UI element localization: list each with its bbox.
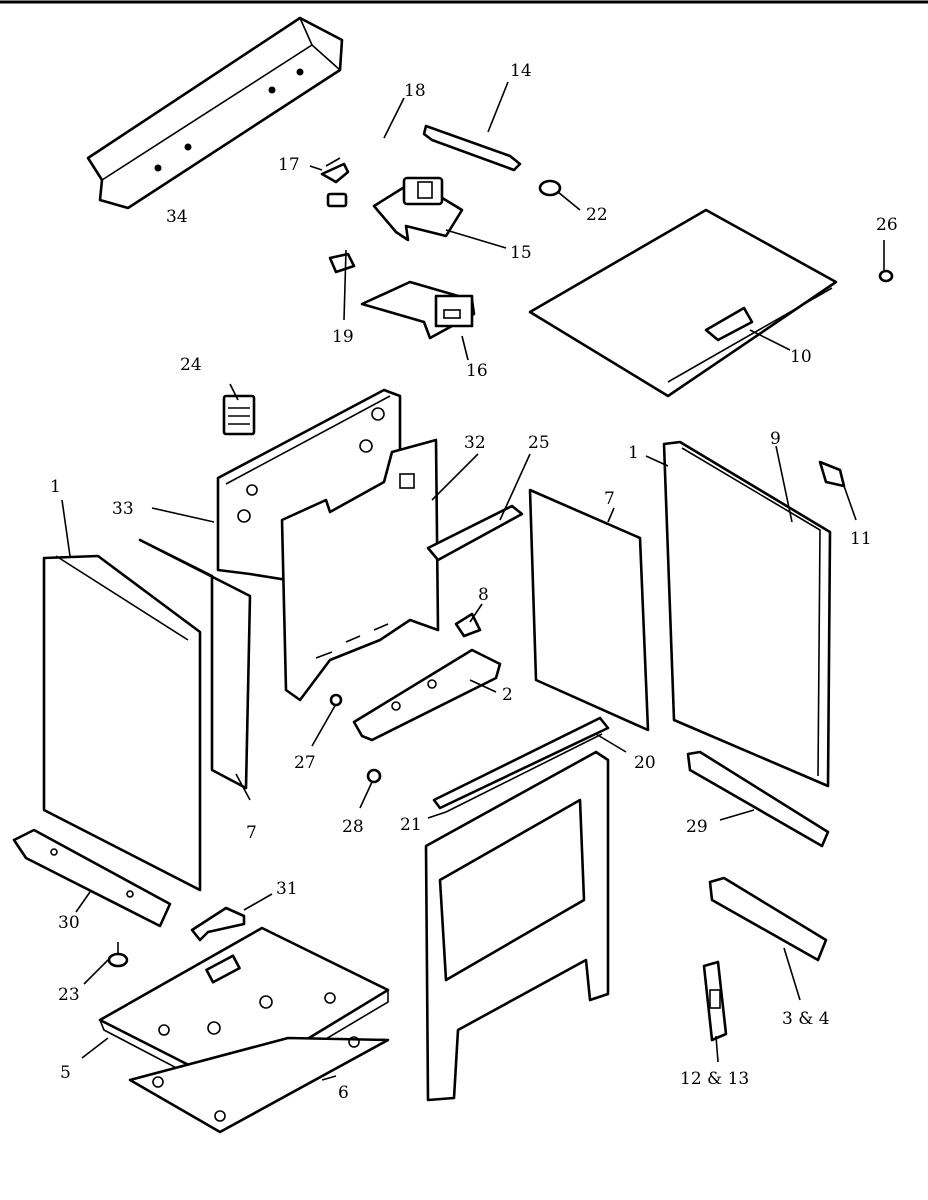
part-29-rail [686, 750, 830, 848]
callout-26: 26 [876, 215, 898, 235]
part-7-right-insulation [528, 488, 650, 732]
callout-24: 24 [180, 355, 202, 375]
part-16-bracket [360, 280, 476, 340]
part-10-cooktop-panel [528, 208, 838, 398]
part-12-13-hinge [702, 960, 728, 1042]
callout-8: 8 [478, 585, 489, 605]
callout-28: 28 [342, 817, 364, 837]
callout-17: 17 [278, 155, 300, 175]
part-7-left-insulation [138, 538, 252, 790]
callout-19: 19 [332, 327, 354, 347]
part-1-left-side-panel [42, 554, 202, 892]
callout-22: 22 [586, 205, 608, 225]
part-27-nut [329, 693, 343, 707]
callout-7-right: 7 [604, 489, 615, 509]
callout-27: 27 [294, 753, 316, 773]
part-28-nut [366, 768, 382, 784]
part-1-right-side-panel [662, 440, 832, 788]
callout-33: 33 [112, 499, 134, 519]
callout-25: 25 [528, 433, 550, 453]
callout-32: 32 [464, 433, 486, 453]
leader-lines [61, 81, 857, 1081]
part-34-rear-bracket [86, 16, 344, 210]
part-18-block [326, 192, 348, 208]
part-14-rod [422, 124, 522, 172]
part-25-shelf [426, 504, 524, 562]
callout-29: 29 [686, 817, 708, 837]
callout-31: 31 [276, 879, 298, 899]
callout-2: 2 [502, 685, 513, 705]
callout-20: 20 [634, 753, 656, 773]
part-2-bottom-rail [352, 648, 502, 742]
part-11-clip [818, 460, 846, 488]
callout-15: 15 [510, 243, 532, 263]
callout-11: 11 [850, 529, 872, 549]
part-3-4-rail [708, 876, 828, 962]
part-32-inner-panel [280, 438, 440, 702]
callout-23: 23 [58, 985, 80, 1005]
callout-16: 16 [466, 361, 488, 381]
callout-5: 5 [60, 1063, 71, 1083]
callout-30: 30 [58, 913, 80, 933]
front-frame [424, 750, 610, 1102]
callout-1-right: 1 [628, 443, 639, 463]
callout-9: 9 [770, 429, 781, 449]
callout-12-13: 12 & 13 [680, 1069, 749, 1089]
part-23-leveler [107, 942, 129, 968]
callout-18: 18 [404, 81, 426, 101]
part-5-bottom-tray [98, 926, 390, 1097]
callout-7-left: 7 [246, 823, 257, 843]
part-26-screw [878, 240, 894, 283]
callout-21: 21 [400, 815, 422, 835]
callout-1-left: 1 [50, 477, 61, 497]
part-6-bottom-plate [128, 1036, 390, 1134]
part-19-clip [328, 252, 356, 274]
part-17-clip [320, 157, 350, 184]
part-8-bracket [454, 612, 482, 638]
callout-10: 10 [790, 347, 812, 367]
part-30-rail [12, 828, 172, 928]
part-22-knob [538, 179, 562, 197]
part-20-strip [432, 716, 610, 810]
callout-34: 34 [166, 207, 188, 227]
callout-3-4: 3 & 4 [782, 1009, 830, 1029]
part-21-strip [445, 733, 603, 813]
callout-14: 14 [510, 61, 532, 81]
part-31-bracket [190, 906, 246, 942]
part-15-switch-assembly [372, 176, 464, 242]
callout-labels: 1 33 7 24 18 17 14 15 22 34 19 16 10 26 … [50, 61, 898, 1103]
callout-6: 6 [338, 1083, 349, 1103]
part-24-label [222, 394, 256, 436]
